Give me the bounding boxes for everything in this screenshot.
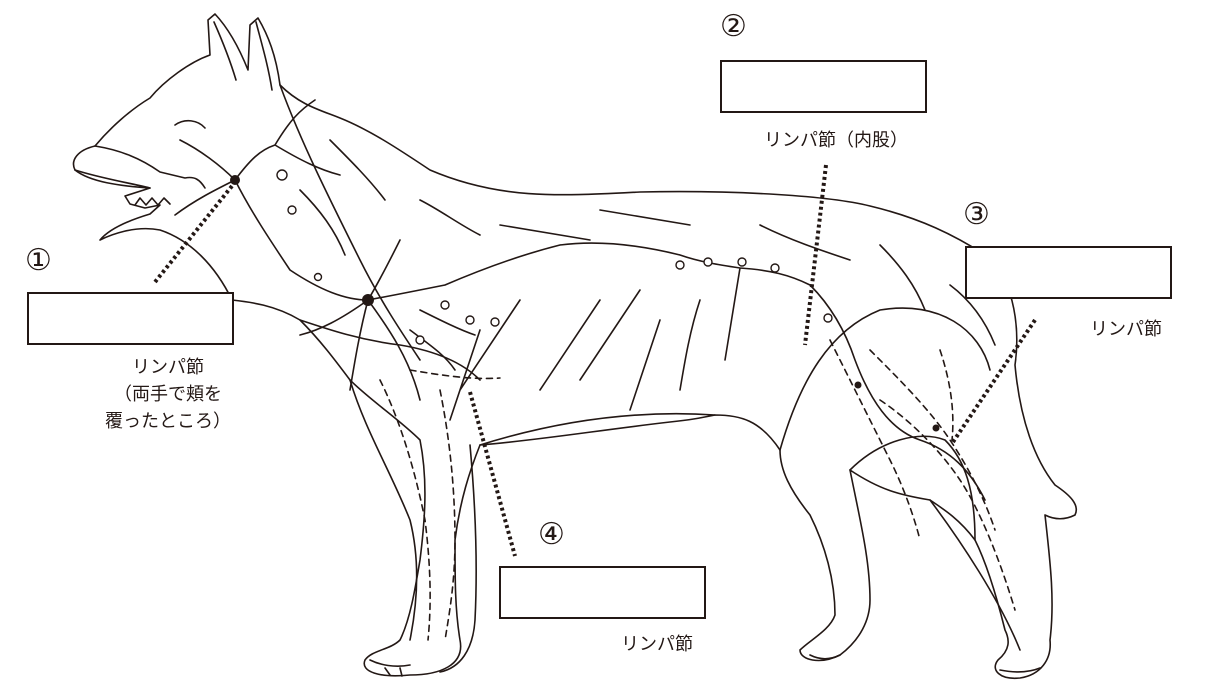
lymph-node-small bbox=[824, 314, 832, 322]
pointer-4 bbox=[470, 392, 515, 556]
hind-leg-thigh bbox=[780, 308, 990, 450]
lymph-node-small bbox=[704, 258, 712, 266]
lymph-node-popliteal bbox=[855, 382, 862, 389]
belly-line bbox=[480, 414, 715, 445]
label-text-line: リンパ節（内股） bbox=[764, 127, 908, 154]
answer-box-1[interactable] bbox=[27, 292, 234, 345]
label-text-line: リンパ節 bbox=[78, 354, 258, 381]
lymph-vessels bbox=[175, 100, 995, 500]
lymph-node-inguinal bbox=[933, 425, 940, 432]
label-number-4: ④ bbox=[538, 520, 565, 550]
neck-line bbox=[280, 85, 420, 360]
ear-inner bbox=[214, 22, 272, 90]
front-leg-back bbox=[440, 445, 476, 672]
teeth bbox=[135, 198, 170, 205]
lymph-node-small bbox=[466, 316, 474, 324]
label-text-line: リンパ節 bbox=[1090, 316, 1162, 343]
lymph-node-small bbox=[416, 336, 424, 344]
lymph-node-small bbox=[771, 264, 779, 272]
answer-box-4[interactable] bbox=[499, 566, 706, 619]
label-number-1: ① bbox=[25, 246, 52, 276]
label-number-3: ③ bbox=[963, 200, 990, 230]
jaw-line bbox=[75, 146, 205, 188]
label-text-line: リンパ節 bbox=[621, 631, 693, 658]
lymph-node-small bbox=[288, 206, 296, 214]
pointer-2 bbox=[805, 165, 826, 345]
label-text-line: 覆ったところ） bbox=[78, 408, 258, 435]
lymph-node-small bbox=[315, 274, 322, 281]
lymph-node-mandibular bbox=[230, 175, 240, 185]
pointer-3 bbox=[953, 320, 1035, 442]
answer-box-2[interactable] bbox=[720, 60, 927, 113]
label-text-4: リンパ節 bbox=[621, 631, 693, 658]
answer-box-3[interactable] bbox=[965, 246, 1172, 299]
lymph-node-small bbox=[277, 170, 287, 180]
lymph-node-small bbox=[738, 258, 746, 266]
lymph-node-small bbox=[676, 261, 684, 269]
label-text-3: リンパ節 bbox=[1090, 316, 1162, 343]
lymph-node-prescapular bbox=[362, 294, 374, 306]
lymph-node-small bbox=[441, 301, 449, 309]
label-number-2: ② bbox=[720, 12, 747, 42]
label-text-line: （両手で頬を bbox=[78, 381, 258, 408]
hind-paw bbox=[810, 655, 1040, 672]
label-text-2: リンパ節（内股） bbox=[764, 127, 908, 154]
front-leg-front bbox=[350, 380, 417, 640]
hind-leg-inner bbox=[850, 436, 975, 540]
eye bbox=[175, 121, 205, 128]
lymph-node-small bbox=[491, 318, 499, 326]
label-text-1: リンパ節 （両手で頬を 覆ったところ） bbox=[78, 354, 258, 435]
